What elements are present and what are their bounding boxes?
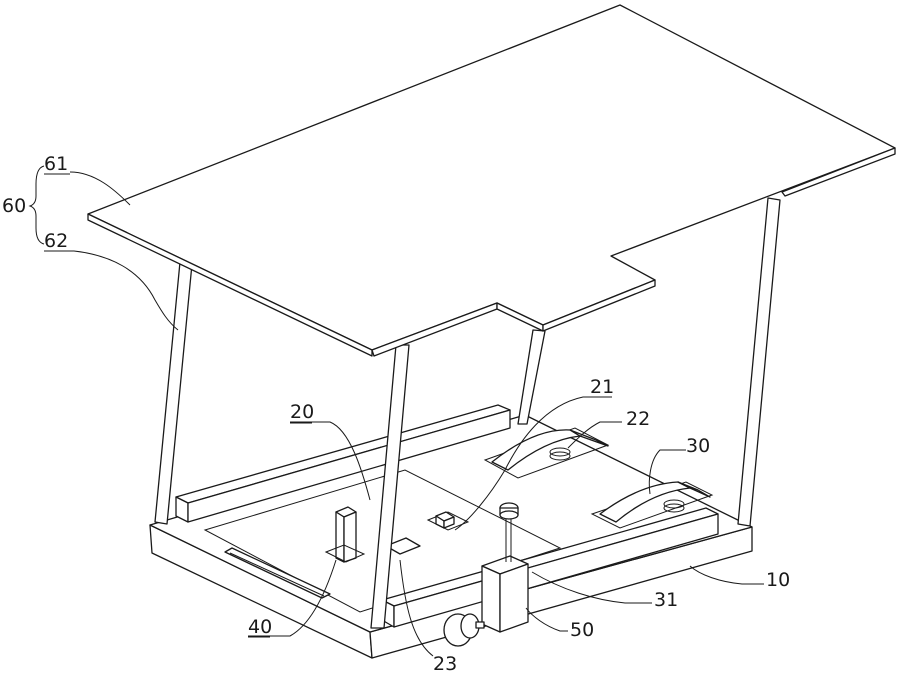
label-10: 10 [766,569,790,591]
leader-61 [70,172,130,205]
label-22: 22 [626,408,650,430]
antenna-head-bottom [500,511,518,519]
label-60: 60 [2,195,26,217]
canopy-roof [88,5,895,356]
label-40: 40 [248,616,272,638]
label-62: 62 [44,230,68,252]
pillar-right [738,198,780,526]
bracket-60 [30,166,44,244]
label-50: 50 [570,619,594,641]
lever-post-right [344,512,356,562]
label-30: 30 [686,435,710,457]
label-23: 23 [433,653,457,675]
pillar-front-left [155,262,192,524]
roof-top [88,5,895,350]
label-61: 61 [44,153,68,175]
label-20: 20 [290,401,314,423]
control-box-left [482,566,500,632]
lever-post-left [336,512,344,562]
control-box-right [500,564,528,632]
motor-shaft [476,622,484,628]
label-31: 31 [654,589,678,611]
leader-10 [690,566,764,584]
pillar-rear-middle [518,330,545,424]
label-21: 21 [590,376,614,398]
leader-62 [44,251,178,330]
